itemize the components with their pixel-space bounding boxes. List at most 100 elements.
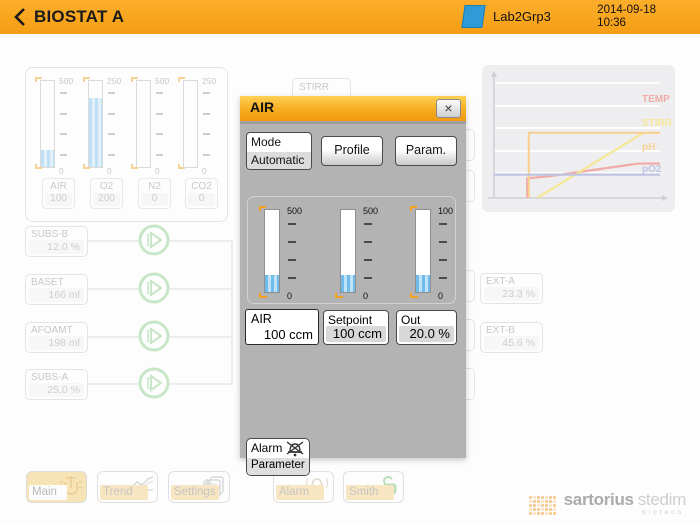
setpoint-marker [410, 206, 417, 211]
legend-item-0: TEMP [642, 94, 670, 105]
pump-icon[interactable] [138, 224, 170, 256]
pump-line [88, 383, 233, 385]
gauge-ticks [203, 92, 210, 156]
setpoint-marker [83, 77, 90, 82]
setpoint-marker [410, 293, 418, 298]
trend-chart-panel[interactable]: TEMP STIRR pH pO2 [482, 65, 675, 212]
setpoint-button[interactable]: Setpoint 100 ccm [323, 310, 389, 345]
process-value-display: AIR 100 ccm [245, 309, 319, 345]
settings-icon [203, 476, 224, 497]
nav-trend-button[interactable]: Trend [97, 471, 158, 503]
dialog-gauge-setpoint: 500 0 [334, 201, 388, 301]
gauge-air: 500 0 [34, 68, 80, 178]
nav-alarm-button[interactable]: Alarm [273, 471, 334, 503]
gauge-co2: 250 0 [177, 68, 223, 178]
gauge-ticks [439, 223, 447, 279]
setpoint-marker [131, 77, 138, 82]
legend-item-2: pH [642, 142, 656, 153]
air-dialog-body: Mode Automatic Profile Param. 500 0 [240, 121, 466, 476]
setpoint-marker [178, 164, 185, 169]
trend-icon [129, 476, 154, 494]
nav-settings-label: Settings [171, 485, 219, 500]
mode-button[interactable]: Mode Automatic [246, 132, 312, 170]
nav-trend-label: Trend [100, 485, 148, 500]
date: 2014-09-18 [597, 4, 656, 16]
logo-sub: biotech [642, 509, 684, 516]
gauge-max-label: 500 [59, 76, 74, 86]
logo-dot-matrix [528, 496, 556, 515]
pump-bus-line [231, 240, 233, 385]
pump-icon[interactable] [138, 320, 170, 352]
pump-icon[interactable] [138, 272, 170, 304]
page-title: BIOSTAT A [34, 7, 125, 26]
gauge-min-label: 0 [59, 166, 64, 176]
gauge-n2: 500 0 [130, 68, 176, 178]
top-bar: BIOSTAT A Lab2Grp3 2014-09-18 10:36 [0, 0, 700, 34]
gauge-n2-bar [136, 80, 151, 168]
gridline [494, 172, 660, 174]
close-icon: × [444, 100, 453, 116]
bell-muted-icon [286, 441, 304, 457]
profile-button[interactable]: Profile [321, 136, 383, 166]
logo-brand1: sartorius [563, 490, 634, 509]
nav-main-button[interactable]: Main [26, 471, 87, 503]
pump-icon[interactable] [138, 367, 170, 399]
gridline [494, 105, 660, 107]
gauge-ticks [364, 223, 372, 279]
gauge-co2-bar [183, 80, 198, 168]
gridline [494, 127, 660, 129]
dialog-gauge-pv: 500 0 [258, 201, 312, 301]
gauge-ticks [60, 92, 67, 156]
setpoint-marker [35, 164, 42, 169]
gauge-ticks [108, 92, 115, 156]
logo-brand2: stedim [637, 490, 687, 509]
nav-main-label: Main [29, 485, 67, 500]
close-button[interactable]: × [436, 99, 461, 118]
gas-gauge-panel: 500 0 250 0 500 0 250 [25, 67, 228, 222]
time: 10:36 [597, 17, 626, 29]
user-badge-label: Lab2Grp3 [493, 9, 551, 24]
gauge-air-bar [40, 80, 55, 168]
param-button[interactable]: Param. [395, 136, 457, 166]
nav-user-button[interactable]: Smith [343, 471, 404, 503]
chart-axes [488, 71, 668, 201]
gauge-o2: 250 0 [82, 68, 128, 178]
alarm-parameter-button[interactable]: Alarm Parameter [246, 438, 310, 476]
sartorius-stedim-logo: sartorius stedim biotech [528, 490, 687, 516]
unlock-icon [383, 476, 397, 495]
setpoint-marker [178, 77, 185, 82]
gauge-o2-bar [88, 80, 103, 168]
out-button[interactable]: Out 20.0 % [396, 310, 457, 345]
gridline [494, 150, 660, 152]
air-dialog: AIR × Mode Automatic Profile Param. 500 … [240, 96, 466, 476]
setpoint-marker [259, 293, 267, 298]
air-dialog-titlebar: AIR × [240, 96, 466, 121]
trend-chart-lines [494, 75, 660, 198]
gauge-ticks [288, 223, 296, 279]
nav-settings-button[interactable]: Settings [168, 471, 230, 503]
gauge-max-label: 500 [155, 76, 170, 86]
gauge-max-label: 250 [107, 76, 122, 86]
gridline [494, 82, 660, 84]
gauge-max-label: 500 [363, 206, 379, 216]
legend-item-1: STIRR [642, 118, 672, 129]
gauge-min-label: 0 [287, 291, 293, 301]
gauge-max-label: 500 [287, 206, 303, 216]
legend-item-3: pO2 [642, 164, 662, 175]
gauge-min-label: 0 [363, 291, 369, 301]
gauge-min-label: 0 [155, 166, 160, 176]
gauge-min-label: 0 [438, 291, 444, 301]
back-button[interactable] [10, 5, 32, 29]
gauge-max-label: 250 [202, 76, 217, 86]
